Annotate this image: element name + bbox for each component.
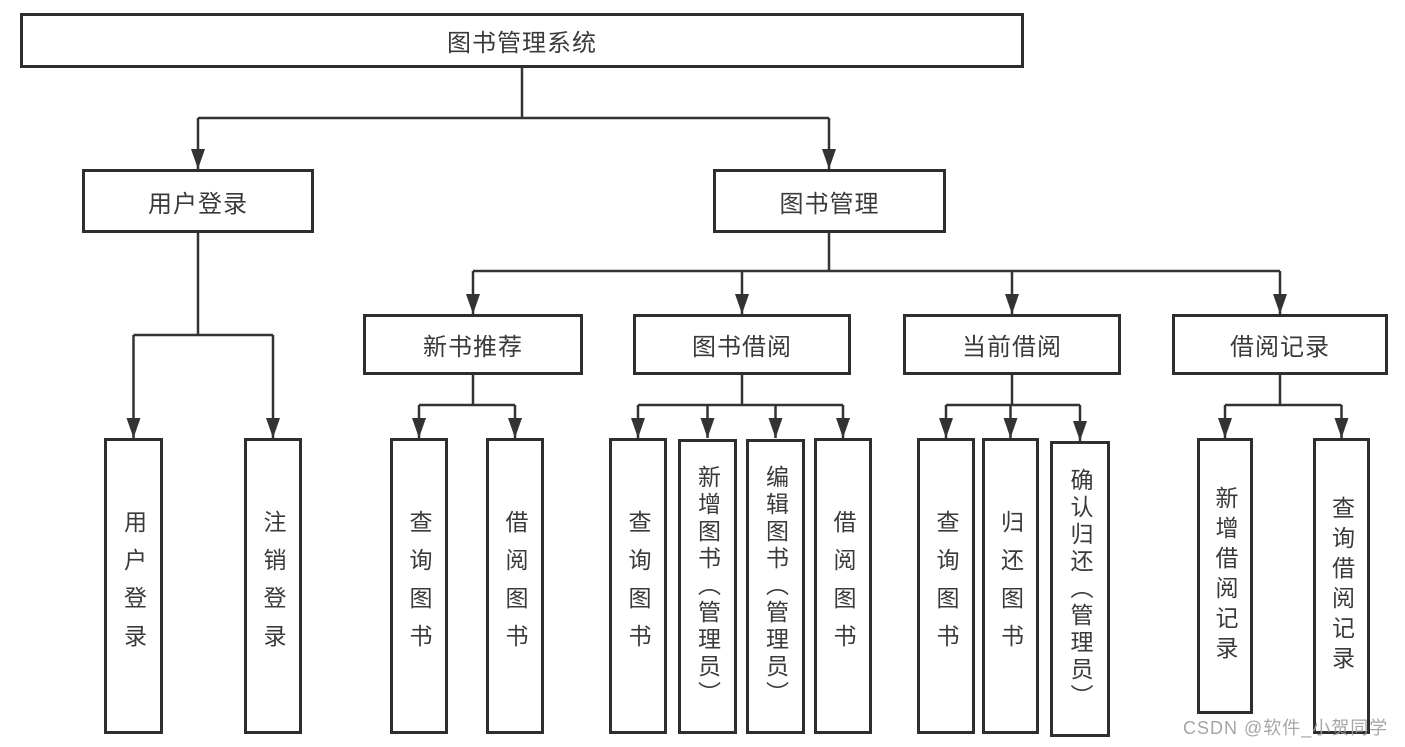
- leaf-user-login: 用户登录: [104, 438, 163, 734]
- node-book-borrow: 图书借阅: [633, 314, 851, 375]
- leaf-borrow-book-1: 借阅图书: [486, 438, 544, 734]
- leaf-query-book-2: 查询图书: [609, 438, 667, 734]
- csdn-watermark: CSDN @软件_小贺同学: [1183, 718, 1389, 738]
- leaf-borrow-book-2: 借阅图书: [814, 438, 872, 734]
- leaf-logout-login: 注销登录: [244, 438, 302, 734]
- node-user-login: 用户登录: [82, 169, 314, 233]
- leaf-return-book: 归还图书: [982, 438, 1039, 734]
- leaf-query-book-3: 查询图书: [917, 438, 975, 734]
- leaf-confirm-return-admin: 确认归还（管理员）: [1050, 441, 1110, 737]
- node-current-borrow: 当前借阅: [903, 314, 1121, 375]
- node-new-book-recommend: 新书推荐: [363, 314, 583, 375]
- leaf-query-book-1: 查询图书: [390, 438, 448, 734]
- node-library-management-system: 图书管理系统: [20, 13, 1024, 68]
- leaf-add-borrow-record: 新增借阅记录: [1197, 438, 1253, 714]
- leaf-query-borrow-record: 查询借阅记录: [1313, 438, 1370, 734]
- node-borrow-record: 借阅记录: [1172, 314, 1388, 375]
- node-book-management: 图书管理: [713, 169, 946, 233]
- leaf-add-book-admin: 新增图书（管理员）: [678, 439, 737, 734]
- leaf-edit-book-admin: 编辑图书（管理员）: [746, 439, 805, 734]
